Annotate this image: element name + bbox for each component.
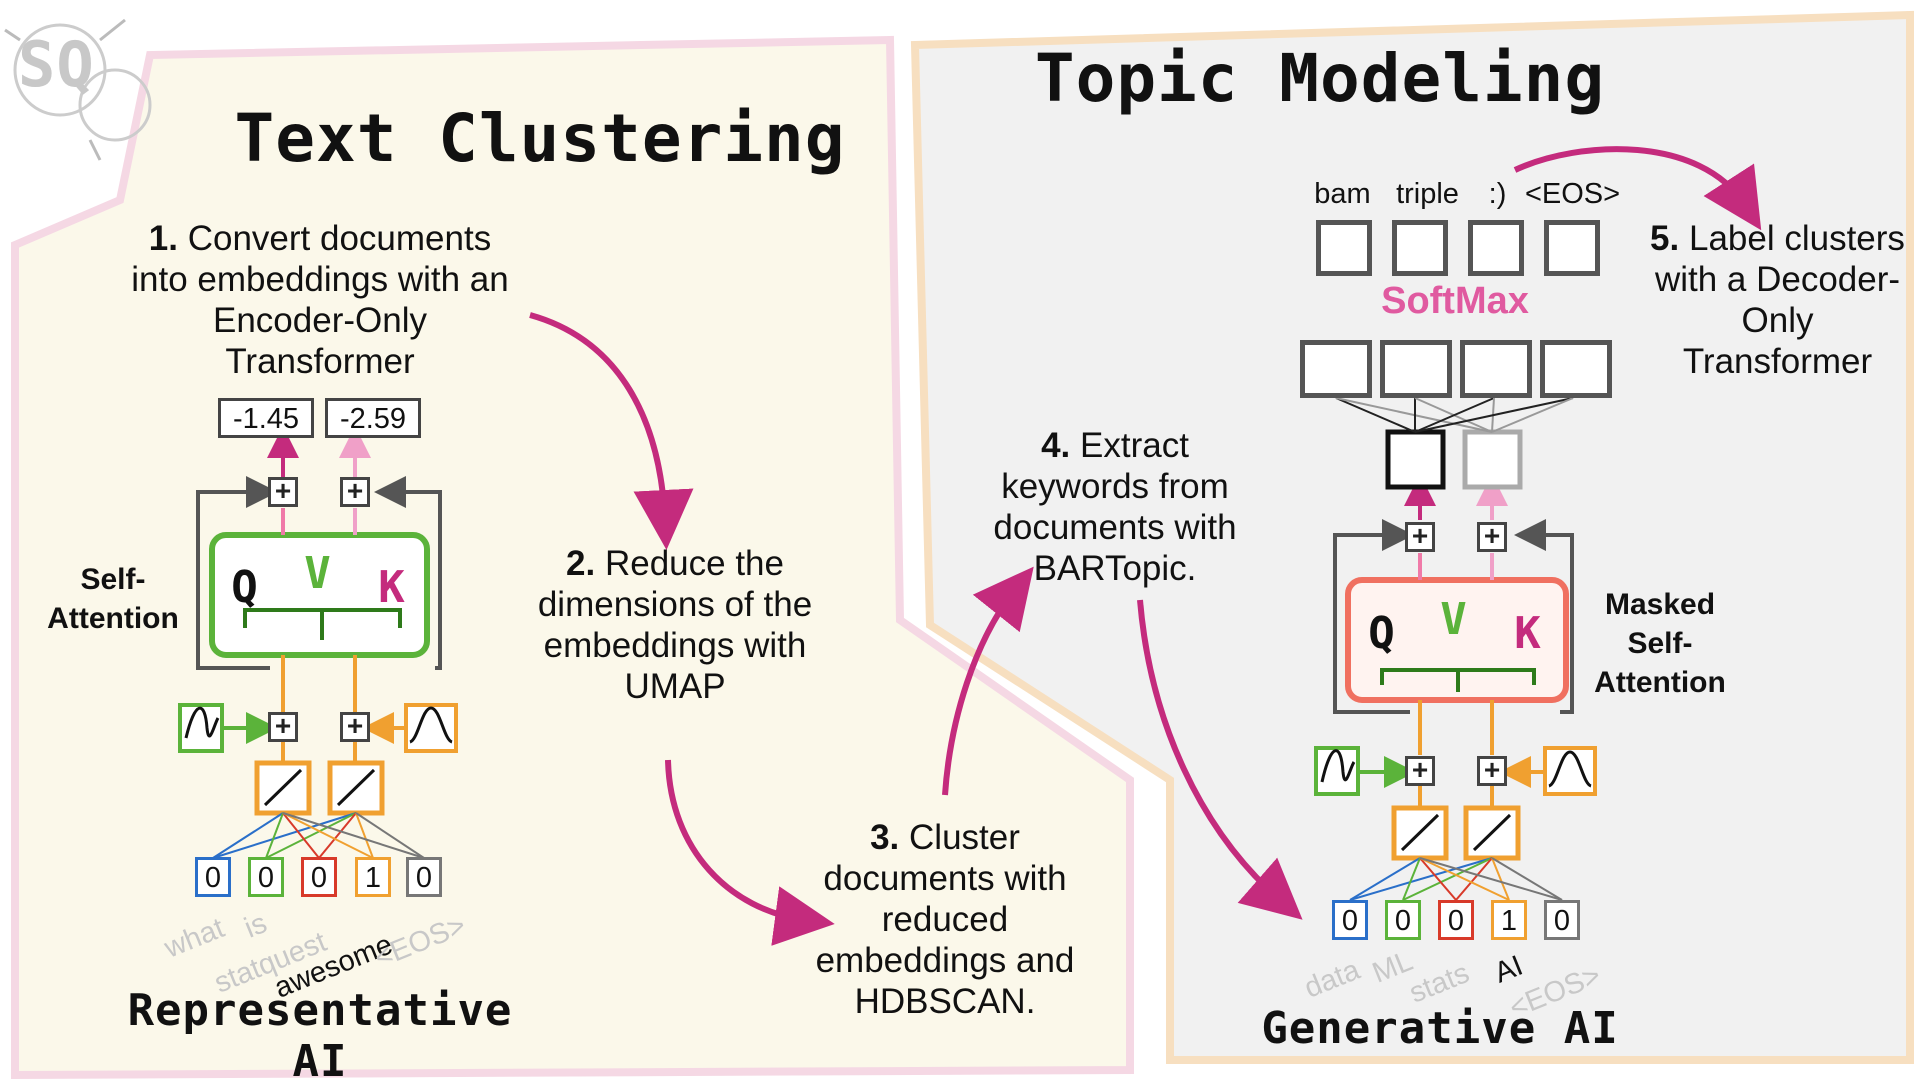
softmax-label: SoftMax xyxy=(1381,280,1529,322)
left-panel-caption: Representative AI xyxy=(127,985,513,1087)
step3-body: Cluster documents with reduced embedding… xyxy=(815,818,1075,1021)
vocab-box-2 xyxy=(1380,340,1452,398)
residual-add-left-1: + xyxy=(268,477,298,507)
query-letter-right: Q xyxy=(1368,608,1396,659)
step1-body: Convert documents into embeddings with a… xyxy=(131,219,509,381)
arrow-output-to-step5 xyxy=(1513,146,1762,231)
vocab-box-1 xyxy=(1300,340,1372,398)
key-letter-right: K xyxy=(1514,608,1542,659)
onehot-right-3: 0 xyxy=(1438,900,1474,940)
step3-number: 3. xyxy=(870,818,900,857)
step5-text: 5. Label clusters with a Decoder-Only Tr… xyxy=(1645,218,1910,382)
posenc-add-right-1: + xyxy=(1405,756,1435,786)
encoder-diagram xyxy=(178,426,458,859)
arrow-step4-to-decoder xyxy=(1137,599,1303,920)
arrow-step2-to-step3 xyxy=(665,759,835,946)
logo-text: SQ xyxy=(18,28,95,101)
value-letter-right: V xyxy=(1440,594,1468,645)
arrow-step3-to-step4 xyxy=(942,566,1034,796)
step4-body: Extract keywords from documents with BAR… xyxy=(993,426,1237,588)
onehot-right-4: 1 xyxy=(1491,900,1527,940)
output-word-eos: <EOS> xyxy=(1524,178,1621,210)
self-attention-label: Self-Attention xyxy=(47,563,179,635)
statquest-logo xyxy=(4,18,152,161)
onehot-right-1: 0 xyxy=(1332,900,1368,940)
value-letter: V xyxy=(304,548,332,599)
right-panel-title: Topic Modeling xyxy=(1034,40,1606,117)
encoder-output-1: -1.45 xyxy=(218,398,314,438)
encoder-output-2: -2.59 xyxy=(325,398,421,438)
output-token-box-1 xyxy=(1316,220,1372,276)
posenc-add-left-1: + xyxy=(268,712,298,742)
residual-add-left-2: + xyxy=(340,477,370,507)
residual-add-right-2: + xyxy=(1477,522,1507,552)
step3-text: 3. Cluster documents with reduced embedd… xyxy=(800,817,1090,1022)
onehot-left-2: 0 xyxy=(248,857,284,897)
vocab-box-3 xyxy=(1460,340,1532,398)
output-word-triple: triple xyxy=(1396,178,1459,210)
onehot-left-5: 0 xyxy=(406,857,442,897)
query-letter: Q xyxy=(231,562,259,613)
output-token-box-4 xyxy=(1544,220,1600,276)
output-token-box-2 xyxy=(1392,220,1448,276)
step4-number: 4. xyxy=(1041,426,1071,465)
right-panel-caption: Generative AI xyxy=(1261,1003,1619,1054)
left-panel-title: Text Clustering xyxy=(234,100,846,177)
step4-text: 4. Extract keywords from documents with … xyxy=(975,425,1255,589)
step5-number: 5. xyxy=(1650,219,1680,258)
output-word-smiley: :) xyxy=(1488,178,1507,210)
onehot-right-5: 0 xyxy=(1544,900,1580,940)
step2-number: 2. xyxy=(566,544,596,583)
step1-text: 1. Convert documents into embeddings wit… xyxy=(120,218,520,382)
decoder-diagram xyxy=(1314,397,1597,901)
onehot-left-3: 0 xyxy=(301,857,337,897)
onehot-right-2: 0 xyxy=(1385,900,1421,940)
output-word-bam: bam xyxy=(1314,178,1371,210)
masked-self-attention-label: Masked Self-Attention xyxy=(1594,588,1726,699)
step5-body: Label clusters with a Decoder-Only Trans… xyxy=(1654,219,1905,381)
onehot-left-4: 1 xyxy=(355,857,391,897)
arrow-step1-to-step2 xyxy=(529,312,694,550)
posenc-add-left-2: + xyxy=(340,712,370,742)
step1-number: 1. xyxy=(148,219,178,258)
vocab-box-4 xyxy=(1540,340,1612,398)
residual-add-right-1: + xyxy=(1405,522,1435,552)
posenc-add-right-2: + xyxy=(1477,756,1507,786)
step2-body: Reduce the dimensions of the embeddings … xyxy=(537,544,813,706)
key-letter: K xyxy=(378,562,406,613)
onehot-left-1: 0 xyxy=(195,857,231,897)
output-token-box-3 xyxy=(1468,220,1524,276)
step2-text: 2. Reduce the dimensions of the embeddin… xyxy=(535,543,815,707)
